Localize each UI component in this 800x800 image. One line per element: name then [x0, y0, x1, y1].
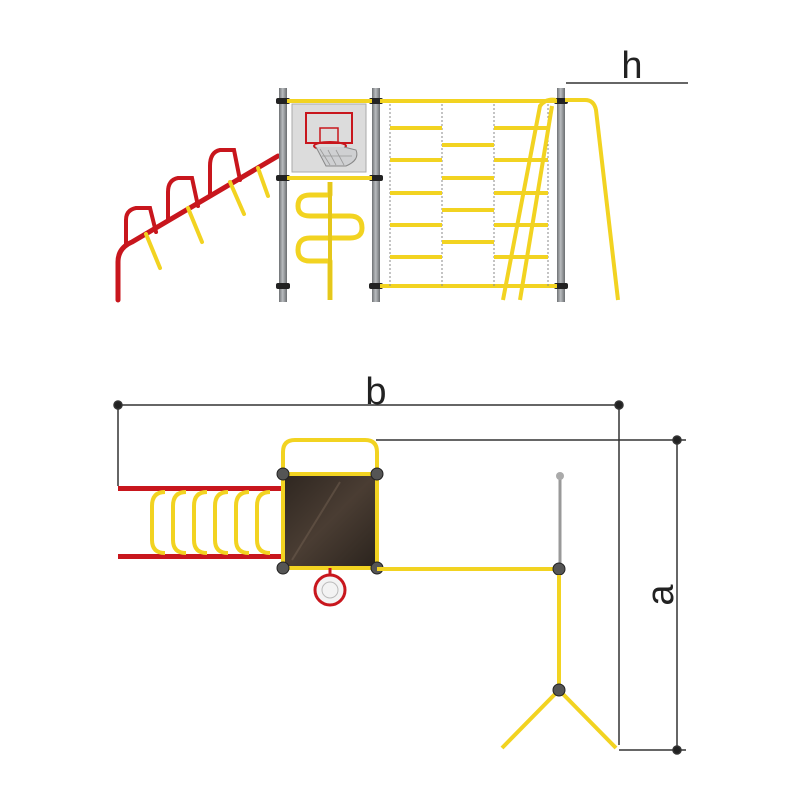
support-legs — [500, 688, 618, 750]
climbing-wall — [389, 104, 549, 286]
poles — [276, 88, 568, 302]
top-view: b a — [113, 371, 686, 755]
depth-label: a — [640, 584, 682, 606]
basketball-backboard — [291, 103, 367, 173]
serpentine-climber — [295, 182, 365, 300]
depth-dimension — [376, 435, 686, 755]
monkey-bars-top — [118, 486, 282, 559]
monkey-bars — [115, 148, 281, 303]
width-label: b — [365, 371, 386, 413]
platform — [276, 438, 384, 575]
width-dimension — [113, 400, 624, 745]
height-label: h — [621, 45, 642, 87]
ladder-ramp — [501, 97, 620, 301]
front-view: h — [115, 45, 688, 303]
basketball-hoop-top — [313, 568, 347, 607]
